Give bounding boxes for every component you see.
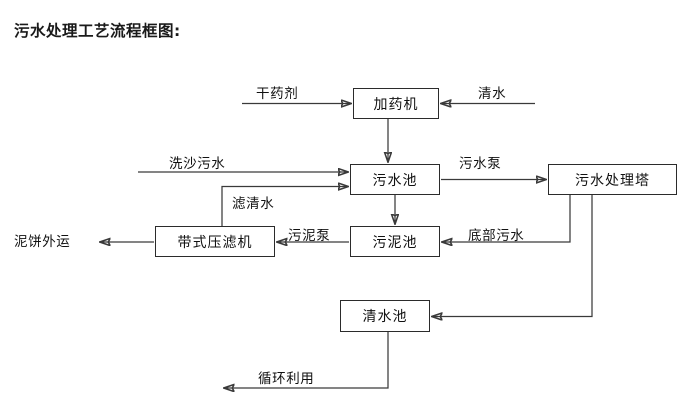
edge-label-bottom-wastewater: 底部污水 bbox=[468, 228, 525, 244]
edge-label-sand-wash-water: 洗沙污水 bbox=[169, 156, 226, 172]
node-dosing-machine[interactable]: 加药机 bbox=[353, 88, 439, 119]
edge-tower-to-clean-water-pool bbox=[432, 195, 593, 317]
edge-label-dry-chemical: 干药剂 bbox=[256, 86, 299, 102]
node-treatment-tower[interactable]: 污水处理塔 bbox=[548, 164, 677, 195]
node-belt-filter-press[interactable]: 带式压滤机 bbox=[155, 226, 275, 257]
edge-label-clean-water-in: 清水 bbox=[478, 86, 507, 102]
node-wastewater-pool[interactable]: 污水池 bbox=[350, 164, 440, 195]
edge-label-wastewater-pump: 污水泵 bbox=[459, 156, 502, 172]
edge-label-filtrate-water: 滤清水 bbox=[232, 196, 275, 212]
node-sludge-pool[interactable]: 污泥池 bbox=[350, 226, 440, 257]
page-title: 污水处理工艺流程框图: bbox=[14, 22, 181, 40]
node-clean-water-pool[interactable]: 清水池 bbox=[340, 300, 430, 332]
edge-label-mud-cake-out: 泥饼外运 bbox=[14, 234, 71, 250]
edge-label-recycle-reuse: 循环利用 bbox=[258, 371, 315, 387]
edge-label-sludge-pump: 污泥泵 bbox=[288, 228, 331, 244]
